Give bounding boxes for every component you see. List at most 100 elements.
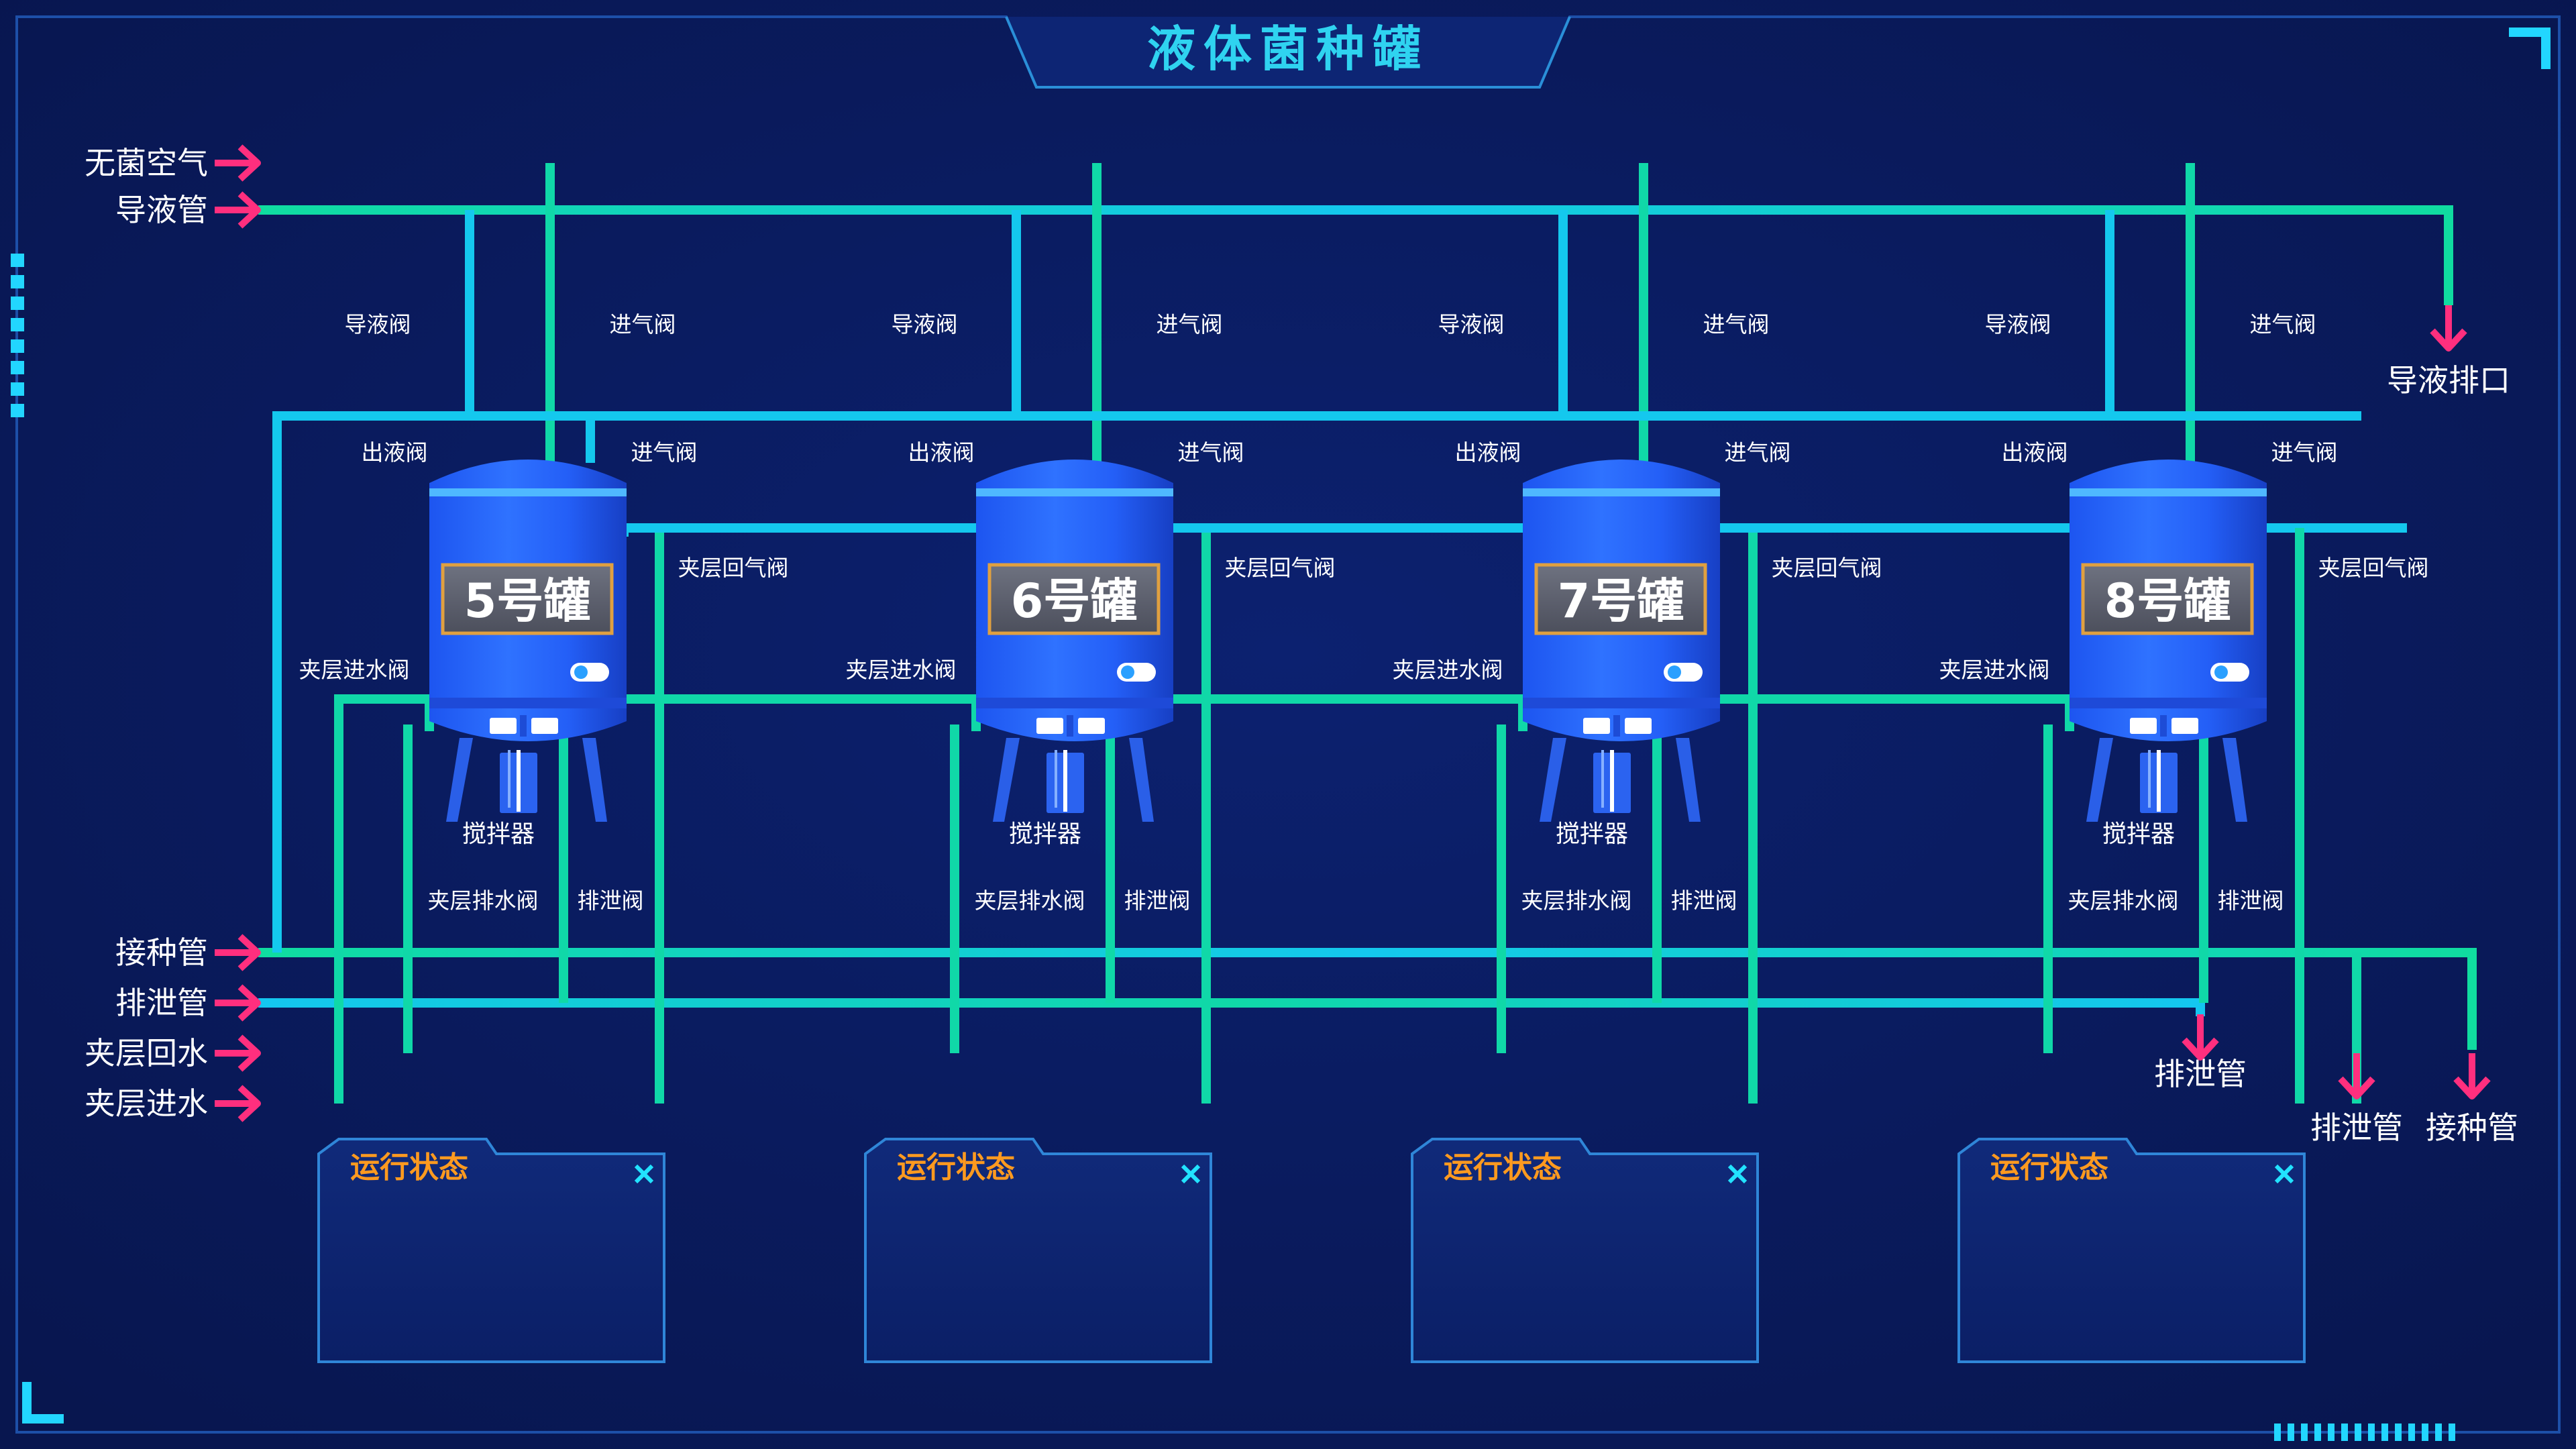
tank-toggle-knob (2214, 665, 2228, 679)
inlet-label: 排泄管 (115, 985, 208, 1021)
close-icon-stroke (1181, 1164, 1201, 1184)
tank-rim-band (429, 488, 627, 496)
arrow-inoculation-pipe (215, 934, 261, 971)
label-jacket-in-valve: 夹层进水阀 (846, 657, 957, 683)
agitator-highlight (508, 750, 511, 808)
arrow-sterile-air (215, 144, 261, 182)
tank-leg-right (1129, 738, 1154, 822)
agitator-shaft (2157, 750, 2161, 812)
label-outlet-valve: 出液阀 (2002, 439, 2068, 466)
page-title: 液体菌种罐 (1147, 21, 1429, 77)
status-panel-title: 运行状态 (350, 1150, 468, 1185)
inlet-label: 导液管 (115, 192, 208, 228)
arrow-jacket-return (215, 1034, 261, 1072)
arrow-drain-outlet-1 (2182, 1014, 2219, 1061)
left-tick (11, 339, 24, 353)
status-panel-frame (317, 1138, 665, 1363)
bottom-tick (2435, 1424, 2442, 1441)
left-tick (11, 404, 24, 417)
label-air-valve: 进气阀 (2271, 439, 2338, 466)
bottom-tick (2328, 1424, 2334, 1441)
tank-toggle-knob (574, 665, 588, 679)
label-jacket-vent-valve: 夹层回气阀 (678, 555, 789, 581)
label-drain-valve: 排泄阀 (1671, 888, 1737, 914)
status-panel-frame (1411, 1138, 1759, 1363)
arrow-inoculation-outlet (2453, 1053, 2491, 1099)
bottom-tick (2274, 1424, 2281, 1441)
label-agitator: 搅拌器 (2102, 820, 2175, 848)
label-jacket-vent-valve: 夹层回气阀 (1225, 555, 1336, 581)
arrow-head (237, 1085, 261, 1122)
label-agitator: 搅拌器 (462, 820, 535, 848)
label-group: 导液阀进气阀出液阀进气阀夹层回气阀夹层进水阀搅拌器夹层排水阀排泄阀导液阀进气阀出… (85, 145, 2518, 1146)
bottom-tick (2341, 1424, 2348, 1441)
tank-rim-band (1523, 488, 1720, 496)
tank-leg-right (582, 738, 607, 822)
agitator-highlight (2148, 750, 2151, 808)
left-tick (11, 254, 24, 267)
tank-air-valve-pipe (586, 411, 2361, 463)
tank-nameplate (987, 563, 1161, 635)
agitator-highlight (1601, 750, 1604, 808)
label-jacket-vent-valve: 夹层回气阀 (2318, 555, 2429, 581)
bottom-tick (2395, 1424, 2402, 1441)
status-panel: 运行状态 (1957, 1138, 2306, 1363)
tank-leg-left (993, 738, 1020, 822)
label-air-valve: 进气阀 (1725, 439, 1791, 466)
status-panel: 运行状态 (1411, 1138, 1759, 1363)
tank-leg-left (1540, 738, 1566, 822)
tank-7: 7号罐 (1523, 460, 1720, 822)
left-tick (11, 297, 24, 310)
arrow-drain-outlet-2 (2338, 1053, 2375, 1099)
arrow-head (237, 984, 261, 1022)
label-jacket-drain-valve: 夹层排水阀 (2068, 888, 2179, 914)
tank-rim-band (976, 488, 1173, 496)
bottom-tick-ornament (2274, 1424, 2455, 1441)
tank-indicator-right (2171, 718, 2198, 734)
label-agitator: 搅拌器 (1556, 820, 1628, 848)
status-panel-frame (1957, 1138, 2306, 1363)
arrow-head (237, 144, 261, 182)
arrow-head (2182, 1037, 2219, 1061)
close-icon[interactable] (1727, 1164, 1748, 1184)
agitator-shaft (517, 750, 521, 812)
bottom-tick (2301, 1424, 2308, 1441)
bottom-tick (2355, 1424, 2361, 1441)
tank-nameplate (2081, 563, 2254, 635)
status-panel-title: 运行状态 (1990, 1150, 2108, 1185)
close-icon[interactable] (634, 1164, 654, 1184)
label-air-valve-top: 进气阀 (2250, 311, 2316, 337)
label-drain-valve: 排泄阀 (2218, 888, 2284, 914)
tank-bottom-band (429, 698, 627, 708)
tank-5: 5号罐 (429, 460, 627, 822)
feed-header (258, 205, 2453, 305)
arrow-group (215, 144, 2491, 1122)
inoculation-header (258, 948, 2477, 1050)
tank-nameplate (1534, 563, 1707, 635)
left-tick (11, 275, 24, 288)
tank-leg-right (1676, 738, 1701, 822)
arrow-head (237, 191, 261, 229)
close-icon[interactable] (1181, 1164, 1201, 1184)
left-tick (11, 318, 24, 331)
outlet-label-drain-1: 排泄管 (2154, 1056, 2247, 1092)
close-icon-stroke (1727, 1164, 1748, 1184)
close-icon[interactable] (2274, 1164, 2294, 1184)
inlet-label: 夹层进水 (85, 1085, 208, 1122)
arrow-jacket-inlet (215, 1085, 261, 1122)
label-feed-valve: 导液阀 (1985, 311, 2051, 337)
bottom-tick (2314, 1424, 2321, 1441)
tank-indicator-divider (1067, 715, 1073, 737)
tank-name: 5号罐 (464, 574, 591, 629)
label-outlet-valve: 出液阀 (1455, 439, 1521, 466)
bottom-tick (2288, 1424, 2294, 1441)
label-feed-valve: 导液阀 (1438, 311, 1505, 337)
tank-indicator-left (1583, 718, 1610, 734)
tank-indicator-right (1625, 718, 1652, 734)
tank-indicator-right (531, 718, 558, 734)
title-plate (1005, 16, 1571, 89)
arrow-feed-outlet (2430, 305, 2467, 352)
tank-leg-right (2222, 738, 2247, 822)
